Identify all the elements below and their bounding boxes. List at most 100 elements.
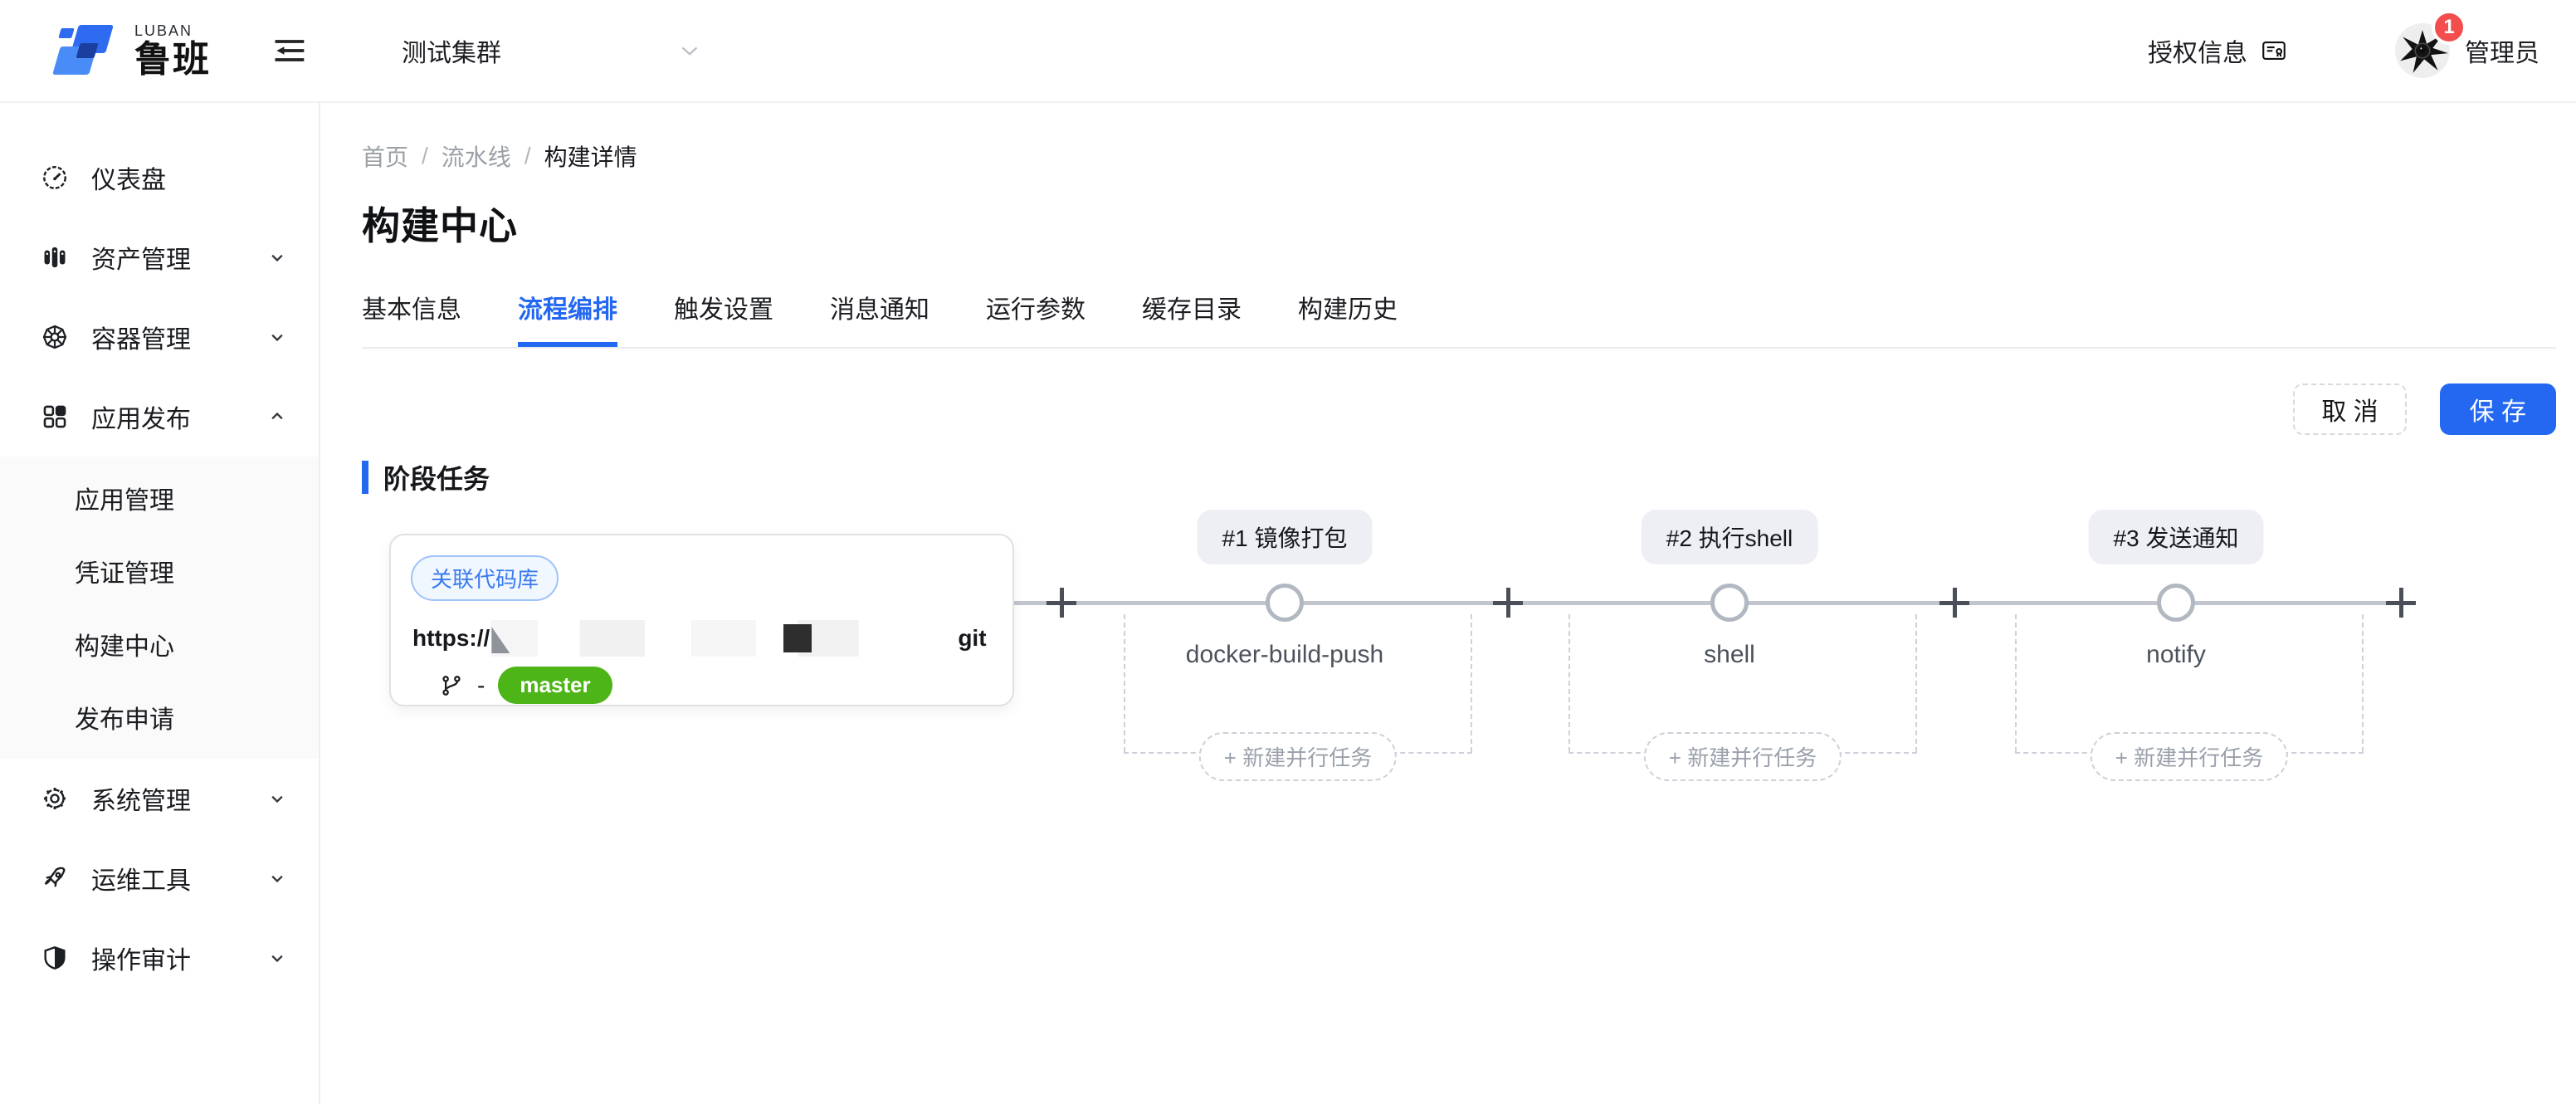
repo-branch-row: - master — [439, 667, 612, 704]
chevron-down-icon — [266, 787, 289, 810]
breadcrumb-current: 构建详情 — [544, 144, 637, 170]
sidebar-subitem-credentials[interactable]: 凭证管理 — [0, 535, 319, 608]
sidebar-item-containers[interactable]: 容器管理 — [0, 297, 319, 377]
stage-task-name-3[interactable]: notify — [2146, 641, 2206, 668]
user-avatar[interactable]: 1 — [2395, 10, 2466, 78]
cancel-button[interactable]: 取 消 — [2293, 383, 2407, 435]
sidebar-subitem-release-request[interactable]: 发布申请 — [0, 681, 319, 754]
git-branch-icon — [442, 675, 461, 696]
action-bar: 取 消 保 存 — [362, 383, 2556, 435]
add-stage-plus-icon[interactable] — [1046, 588, 1076, 618]
section-title: 阶段任务 — [383, 464, 490, 494]
repo-url-redacted — [491, 620, 957, 657]
app-header: LUBAN 鲁班 测试集群 授权信息 — [0, 0, 2576, 103]
sidebar: 仪表盘 资产管理 容器管理 — [0, 103, 320, 1104]
breadcrumb-separator: / — [524, 143, 531, 169]
stage-bracket — [1569, 614, 1917, 752]
sidebar-item-system[interactable]: 系统管理 — [0, 759, 319, 838]
add-stage-plus-icon[interactable] — [1493, 588, 1523, 618]
tab-notifications[interactable]: 消息通知 — [830, 296, 929, 324]
repo-tag: 关联代码库 — [411, 555, 559, 601]
repo-card[interactable]: 关联代码库 https:// git - master — [389, 534, 1014, 706]
add-parallel-task-button-1[interactable]: + 新建并行任务 — [1198, 732, 1398, 781]
save-button[interactable]: 保 存 — [2439, 383, 2556, 435]
repo-url-suffix: git — [958, 625, 987, 651]
stage-task-name-2[interactable]: shell — [1704, 641, 1755, 668]
tab-pipeline-orchestration[interactable]: 流程编排 — [518, 289, 617, 347]
stage-badge-3[interactable]: #3 发送通知 — [2088, 510, 2264, 564]
sidebar-item-label: 操作审计 — [91, 947, 191, 975]
gear-icon — [40, 784, 70, 813]
add-parallel-task-button-3[interactable]: + 新建并行任务 — [2090, 732, 2289, 781]
tab-trigger-settings[interactable]: 触发设置 — [674, 296, 773, 324]
repo-url-prefix: https:// — [412, 625, 490, 651]
stage-bracket — [2015, 614, 2364, 752]
logo-subtitle: LUBAN — [134, 22, 193, 39]
sidebar-item-app-release[interactable]: 应用发布 — [0, 377, 319, 457]
add-stage-plus-icon[interactable] — [2386, 588, 2416, 618]
stage-node-1[interactable] — [1266, 584, 1304, 622]
sidebar-item-label: 应用发布 — [91, 406, 191, 433]
stage-bracket — [1124, 614, 1472, 752]
assets-icon — [40, 243, 70, 271]
chevron-down-icon — [266, 325, 289, 349]
sidebar-subitem-build-center[interactable]: 构建中心 — [0, 608, 319, 681]
section-accent-bar — [362, 461, 368, 494]
tab-run-parameters[interactable]: 运行参数 — [986, 296, 1086, 324]
tab-build-history[interactable]: 构建历史 — [1298, 296, 1398, 324]
stage-task-name-1[interactable]: docker-build-push — [1185, 641, 1384, 668]
sidebar-collapse-icon[interactable] — [269, 31, 309, 71]
sidebar-subitem-label: 凭证管理 — [75, 560, 174, 588]
stage-badge-2[interactable]: #2 执行shell — [1641, 510, 1818, 564]
sidebar-submenu-app-release: 应用管理 凭证管理 构建中心 发布申请 — [0, 457, 319, 759]
apps-grid-icon — [40, 403, 70, 431]
sidebar-subitem-label: 发布申请 — [75, 706, 174, 734]
sidebar-subitem-app-management[interactable]: 应用管理 — [0, 462, 319, 535]
app-logo: LUBAN 鲁班 — [52, 22, 211, 80]
tab-basic-info[interactable]: 基本信息 — [362, 296, 461, 324]
user-name[interactable]: 管理员 — [2465, 40, 2539, 67]
tab-bar: 基本信息 流程编排 触发设置 消息通知 运行参数 缓存目录 构建历史 — [362, 289, 2556, 349]
stage-badge-1[interactable]: #1 镜像打包 — [1197, 510, 1373, 564]
sidebar-item-label: 仪表盘 — [91, 167, 166, 194]
add-stage-plus-icon[interactable] — [1939, 588, 1969, 618]
stage-tasks-section-header: 阶段任务 — [362, 458, 2556, 496]
chevron-down-icon — [681, 46, 698, 56]
page-title: 构建中心 — [362, 204, 518, 247]
chevron-up-icon — [266, 405, 289, 428]
logo-title: 鲁班 — [134, 39, 211, 80]
license-info-label: 授权信息 — [2148, 40, 2247, 67]
sidebar-item-label: 容器管理 — [91, 326, 191, 354]
sidebar-item-ops-tools[interactable]: 运维工具 — [0, 838, 319, 918]
sidebar-item-label: 系统管理 — [91, 788, 191, 815]
license-certificate-icon — [2262, 42, 2286, 60]
stage-node-2[interactable] — [1710, 584, 1749, 622]
cluster-select[interactable]: 测试集群 — [402, 32, 704, 69]
sidebar-item-audit[interactable]: 操作审计 — [0, 918, 319, 998]
tab-cache-directory[interactable]: 缓存目录 — [1142, 296, 1242, 324]
breadcrumb-home[interactable]: 首页 — [362, 144, 409, 170]
license-info-link[interactable]: 授权信息 — [2148, 32, 2289, 69]
logo-mark-icon — [52, 25, 123, 78]
sidebar-subitem-label: 构建中心 — [75, 633, 174, 661]
sidebar-item-assets[interactable]: 资产管理 — [0, 217, 319, 297]
pipeline-line — [1014, 601, 1046, 605]
sidebar-item-label: 资产管理 — [91, 247, 191, 274]
breadcrumb: 首页 / 流水线 / 构建详情 — [362, 139, 2556, 173]
chevron-down-icon — [266, 246, 289, 269]
add-parallel-task-button-2[interactable]: + 新建并行任务 — [1643, 732, 1842, 781]
main-content: 首页 / 流水线 / 构建详情 构建中心 基本信息 流程编排 触发设置 消息通知… — [320, 139, 2576, 847]
breadcrumb-pipeline[interactable]: 流水线 — [441, 144, 511, 170]
stage-node-3[interactable] — [2157, 584, 2195, 622]
pipeline-canvas: 关联代码库 https:// git - master — [362, 498, 2556, 847]
breadcrumb-separator: / — [422, 143, 428, 169]
chevron-down-icon — [266, 946, 289, 970]
dashboard-gauge-icon — [40, 164, 70, 192]
branch-separator: - — [477, 672, 485, 698]
rocket-icon — [40, 864, 70, 892]
sidebar-subitem-label: 应用管理 — [75, 487, 174, 515]
sidebar-item-dashboard[interactable]: 仪表盘 — [0, 138, 319, 217]
cluster-select-value: 测试集群 — [402, 40, 501, 67]
notification-badge: 1 — [2432, 10, 2466, 45]
kubernetes-helm-icon — [40, 323, 70, 351]
